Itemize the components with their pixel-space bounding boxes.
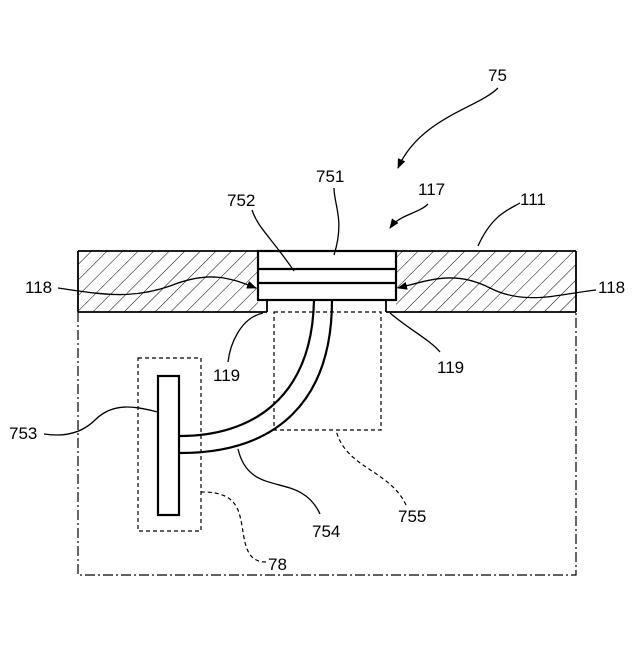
- label-119-right: 119: [437, 358, 464, 377]
- label-117: 117: [418, 180, 445, 199]
- window-stack: [258, 251, 396, 300]
- label-78: 78: [268, 555, 287, 574]
- label-118-right: 118: [598, 278, 625, 297]
- label-118-left: 118: [25, 278, 52, 297]
- label-754: 754: [312, 522, 340, 541]
- wall-111: [78, 251, 576, 312]
- label-753: 753: [9, 424, 37, 443]
- label-755: 755: [398, 507, 426, 526]
- region-755: [274, 312, 381, 430]
- label-119-left: 119: [213, 366, 240, 385]
- label-752: 752: [227, 191, 255, 210]
- reference-labels: 75 751 117 111 752 118 118 119 119 753 7…: [9, 66, 625, 574]
- element-753: [158, 376, 179, 515]
- label-751: 751: [316, 167, 344, 186]
- label-111: 111: [520, 190, 546, 209]
- leader-lines: [44, 88, 596, 562]
- label-75: 75: [488, 66, 507, 85]
- region-78: [138, 358, 201, 531]
